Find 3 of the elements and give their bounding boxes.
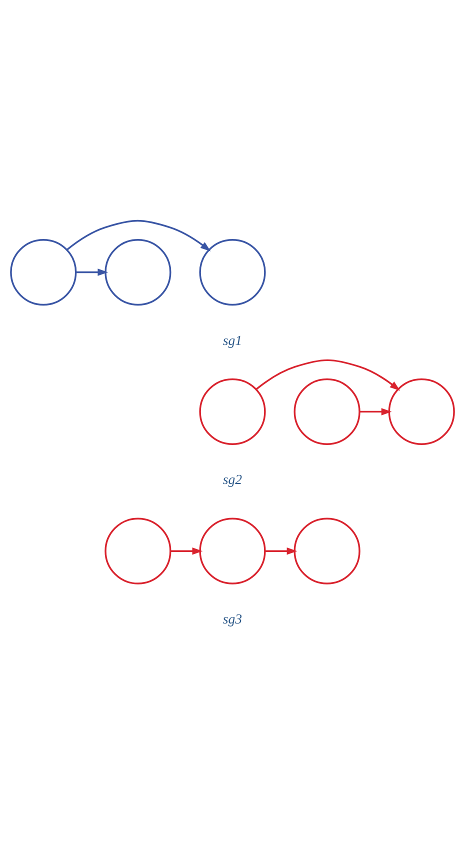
label: sg2	[222, 472, 242, 487]
label: sg1	[222, 332, 242, 348]
label: sg3	[222, 611, 242, 626]
